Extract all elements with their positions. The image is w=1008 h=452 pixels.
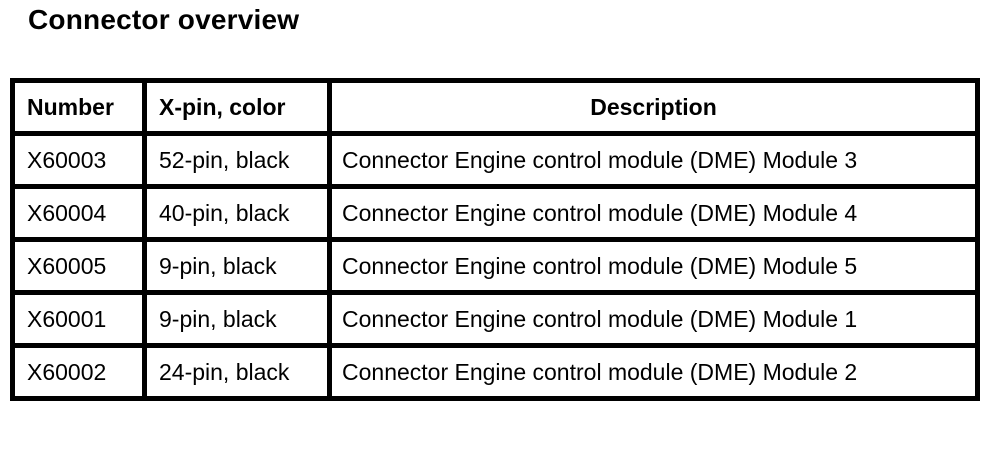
connector-overview-table: Number X-pin, color Description X60003 5… <box>10 78 980 401</box>
table-header-row: Number X-pin, color Description <box>10 78 980 136</box>
cell-xpin-color: 40-pin, black <box>142 184 332 242</box>
cell-xpin-color: 9-pin, black <box>142 290 332 348</box>
page-title: Connector overview <box>28 4 300 35</box>
cell-xpin-color: 9-pin, black <box>142 237 332 295</box>
cell-description: Connector Engine control module (DME) Mo… <box>327 237 980 295</box>
cell-description: Connector Engine control module (DME) Mo… <box>327 290 980 348</box>
table-row: X60002 24-pin, black Connector Engine co… <box>10 343 980 401</box>
header-xpin-color: X-pin, color <box>142 78 332 136</box>
cell-description: Connector Engine control module (DME) Mo… <box>327 131 980 189</box>
header-description: Description <box>327 78 980 136</box>
header-number: Number <box>10 78 147 136</box>
table-row: X60005 9-pin, black Connector Engine con… <box>10 237 980 295</box>
table-row: X60001 9-pin, black Connector Engine con… <box>10 290 980 348</box>
table-row: X60004 40-pin, black Connector Engine co… <box>10 184 980 242</box>
cell-xpin-color: 52-pin, black <box>142 131 332 189</box>
table-row: X60003 52-pin, black Connector Engine co… <box>10 131 980 189</box>
cell-xpin-color: 24-pin, black <box>142 343 332 401</box>
cell-number: X60002 <box>10 343 147 401</box>
cell-number: X60005 <box>10 237 147 295</box>
cell-description: Connector Engine control module (DME) Mo… <box>327 343 980 401</box>
cell-number: X60004 <box>10 184 147 242</box>
cell-number: X60003 <box>10 131 147 189</box>
cell-description: Connector Engine control module (DME) Mo… <box>327 184 980 242</box>
cell-number: X60001 <box>10 290 147 348</box>
